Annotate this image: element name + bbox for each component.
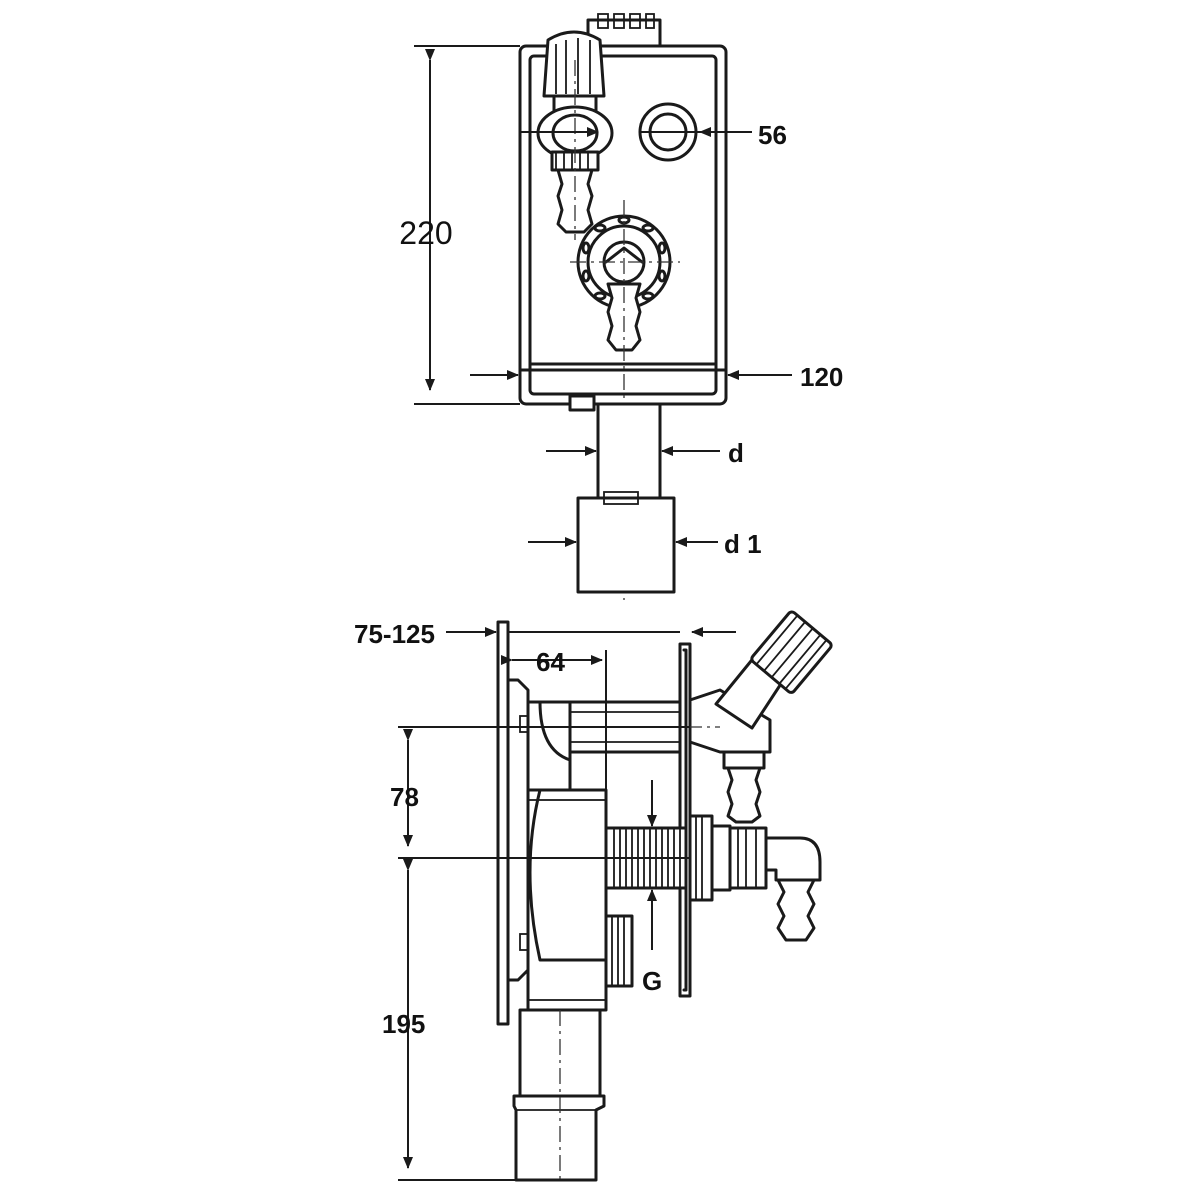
outlet-pipe (512, 1008, 606, 1182)
label-120: 120 (800, 362, 843, 392)
label-g: G (642, 966, 662, 996)
label-195: 195 (382, 1009, 425, 1039)
dimension-d1: d 1 (528, 529, 762, 559)
dimension-195: 195 (382, 859, 516, 1181)
upper-body (526, 700, 682, 792)
label-64: 64 (536, 647, 565, 677)
label-d1: d 1 (724, 529, 762, 559)
dimension-g: G (642, 780, 662, 996)
lock-nut (604, 914, 634, 988)
dimension-64: 64 (501, 647, 607, 790)
front-nut (688, 814, 732, 902)
side-view: 75-125 64 78 195 G (354, 610, 833, 1182)
label-78: 78 (390, 782, 419, 812)
drain-body (526, 788, 608, 1012)
elbow-valve (728, 826, 822, 942)
dimension-d: d (546, 438, 744, 468)
dimension-220: 220 (399, 45, 520, 405)
rear-plate (496, 620, 510, 1026)
front-view: 220 56 120 d d 1 (399, 13, 843, 600)
dimension-78: 78 (390, 726, 690, 859)
dimension-75-125: 75-125 (354, 619, 736, 649)
drain-pipe (568, 394, 676, 594)
label-75-125: 75-125 (354, 619, 435, 649)
angled-tap-valve (688, 610, 833, 824)
label-56: 56 (758, 120, 787, 150)
dimension-56: 56 (520, 120, 787, 150)
dimension-120: 120 (470, 362, 843, 392)
label-d: d (728, 438, 744, 468)
label-220: 220 (399, 215, 452, 251)
